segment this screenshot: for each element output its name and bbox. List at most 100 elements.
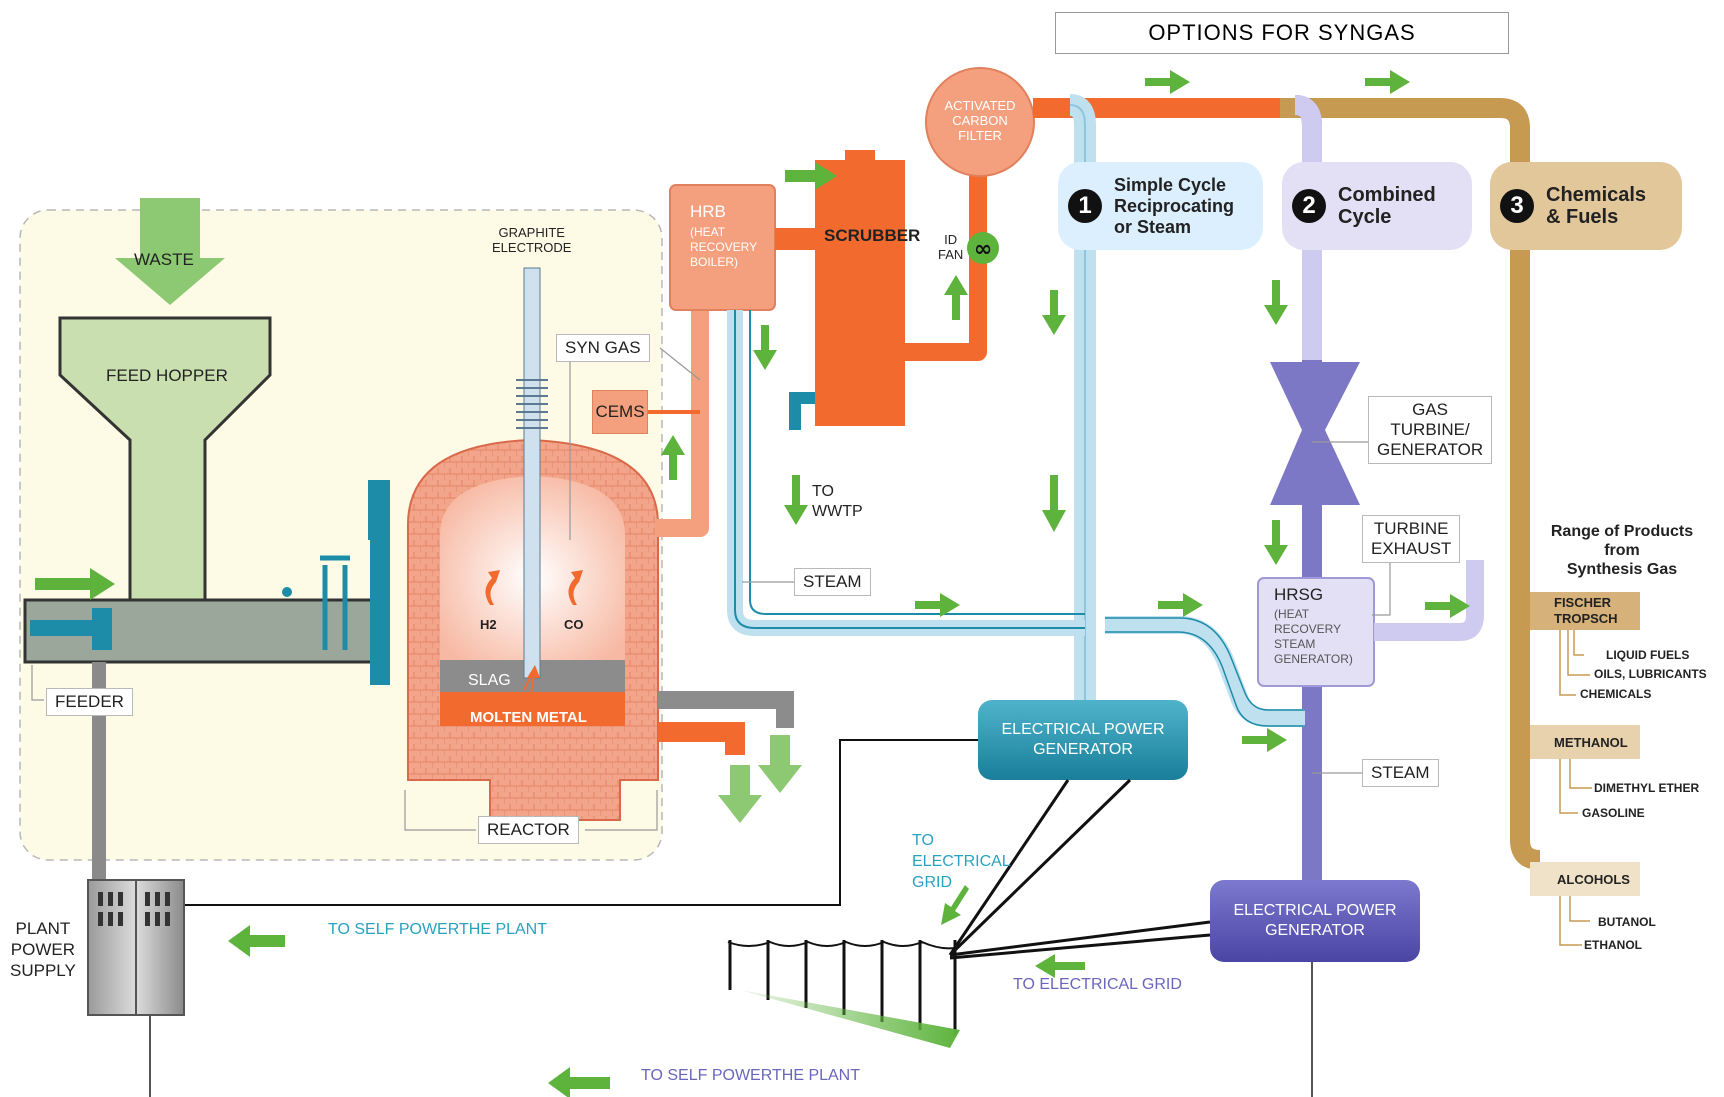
products-heading-line-3: Synthesis Gas bbox=[1566, 561, 1678, 578]
graphite-electrode-label: GRAPHITE ELECTRODE bbox=[492, 225, 571, 255]
product-group-alcohols: ALCOHOLS bbox=[1557, 872, 1630, 887]
product-group-methanol: METHANOL bbox=[1554, 735, 1628, 750]
generator-1-line-2: GENERATOR bbox=[1033, 741, 1133, 758]
generator-1 bbox=[978, 700, 1188, 780]
syngas-header-gold bbox=[1280, 98, 1541, 870]
activated-carbon-filter-label: ACTIVATED CARBON FILTER bbox=[930, 98, 1030, 143]
hrsg-sub-line-4: GENERATOR) bbox=[1274, 652, 1353, 666]
id-fan-line-1: ID bbox=[944, 232, 958, 247]
option-2-text: Combined Cycle bbox=[1338, 184, 1436, 228]
graphite-electrode-line-2: ELECTRODE bbox=[492, 240, 572, 255]
slag-label: SLAG bbox=[468, 672, 511, 689]
option-1-line-3: or Steam bbox=[1114, 216, 1192, 237]
turbine-exhaust-line-1: TURBINE bbox=[1373, 519, 1449, 538]
graphite-electrode bbox=[523, 267, 541, 679]
option-1-line-2: Reciprocating bbox=[1114, 195, 1235, 216]
gas-turbine-line-3: GENERATOR bbox=[1377, 440, 1484, 459]
product-gasoline: GASOLINE bbox=[1582, 806, 1645, 820]
products-heading-line-2: from bbox=[1604, 542, 1640, 559]
product-chemicals: CHEMICALS bbox=[1580, 687, 1652, 701]
hrsg-sub-line-1: (HEAT bbox=[1274, 607, 1310, 621]
svg-text:∞: ∞ bbox=[974, 237, 992, 262]
option-2-combined-cycle: 2 Combined Cycle bbox=[1282, 162, 1472, 250]
waste-arrow bbox=[115, 198, 225, 305]
product-dimethyl-ether: DIMETHYL ETHER bbox=[1594, 781, 1700, 795]
option-2-number: 2 bbox=[1292, 189, 1326, 223]
ft-line-1: FISCHER bbox=[1554, 595, 1612, 610]
gas-turbine-line-2: TURBINE/ bbox=[1390, 420, 1470, 439]
pps-line-1: PLANT bbox=[15, 919, 71, 938]
syn-gas-label: SYN GAS bbox=[556, 334, 650, 362]
generator-2-label: ELECTRICAL POWER GENERATOR bbox=[1210, 880, 1420, 962]
product-group-fischer-tropsch: FISCHER TROPSCH bbox=[1554, 595, 1618, 627]
plant-power-supply-label: PLANT POWER SUPPLY bbox=[10, 918, 76, 981]
turbine-exhaust-label: TURBINE EXHAUST bbox=[1362, 515, 1461, 563]
graphite-electrode-line-1: GRAPHITE bbox=[498, 225, 565, 240]
self-power-label-1: TO SELF POWERTHE PLANT bbox=[328, 921, 548, 938]
product-butanol: BUTANOL bbox=[1598, 915, 1656, 929]
diagram-title: OPTIONS FOR SYNGAS bbox=[1055, 12, 1509, 54]
hrb-label: HRB bbox=[690, 202, 726, 221]
acf-line-3: FILTER bbox=[958, 128, 1002, 143]
to-wwtp-label: TO WWTP bbox=[812, 482, 863, 522]
option-1-simple-cycle: 1 Simple Cycle Reciprocating or Steam bbox=[1058, 162, 1263, 250]
hrsg-sublabel: (HEAT RECOVERY STEAM GENERATOR) bbox=[1274, 607, 1353, 667]
product-tree bbox=[1530, 592, 1640, 946]
feeder-label: FEEDER bbox=[46, 688, 133, 716]
hrsg-label: HRSG bbox=[1274, 585, 1324, 604]
product-oils-lubricants: OILS, LUBRICANTS bbox=[1594, 667, 1707, 681]
option-2-line-2: Cycle bbox=[1338, 206, 1392, 228]
grid-1-line-2: ELECTRICAL bbox=[912, 853, 1011, 870]
hrb-sub-line-1: (HEAT bbox=[690, 225, 726, 239]
generator-1-line-1: ELECTRICAL POWER bbox=[1001, 721, 1165, 738]
to-wwtp-line-2: WWTP bbox=[812, 503, 863, 520]
cems-box: CEMS bbox=[592, 390, 648, 434]
hrb-sub-line-2: RECOVERY bbox=[690, 240, 758, 254]
hrsg-sub-line-3: STEAM bbox=[1274, 637, 1316, 651]
product-liquid-fuels: LIQUID FUELS bbox=[1606, 648, 1690, 662]
gas-turbine bbox=[1270, 362, 1360, 505]
generator-2-line-1: ELECTRICAL POWER bbox=[1233, 902, 1397, 919]
generator-2-line-2: GENERATOR bbox=[1265, 922, 1365, 939]
transmission-line-towers bbox=[727, 940, 957, 1035]
option-1-text: Simple Cycle Reciprocating or Steam bbox=[1114, 175, 1234, 238]
reactor-label: REACTOR bbox=[478, 816, 579, 844]
grid-1-line-3: GRID bbox=[912, 874, 952, 891]
products-heading-line-1: Range of Products bbox=[1550, 523, 1694, 540]
h2-label: H2 bbox=[480, 617, 497, 632]
waste-label: WASTE bbox=[134, 250, 194, 269]
flow-arrows bbox=[35, 70, 1470, 1097]
hrsg-sub-line-2: RECOVERY bbox=[1274, 622, 1342, 636]
molten-metal-label: MOLTEN METAL bbox=[470, 709, 587, 726]
pps-line-3: SUPPLY bbox=[10, 961, 76, 980]
pps-line-2: POWER bbox=[10, 940, 76, 959]
id-fan-icon bbox=[967, 232, 999, 264]
product-ethanol: ETHANOL bbox=[1584, 938, 1642, 952]
to-wwtp-line-1: TO bbox=[812, 483, 834, 500]
generator-1-label: ELECTRICAL POWER GENERATOR bbox=[978, 700, 1188, 780]
to-electrical-grid-label-2: TO ELECTRICAL GRID bbox=[1013, 976, 1182, 993]
generator-2 bbox=[1210, 880, 1420, 962]
ft-line-2: TROPSCH bbox=[1554, 611, 1618, 626]
co-label: CO bbox=[564, 617, 584, 632]
id-fan-label: ID FAN bbox=[938, 232, 963, 262]
id-fan-line-2: FAN bbox=[938, 247, 964, 262]
steam-label-1: STEAM bbox=[794, 568, 871, 596]
acf-line-1: ACTIVATED bbox=[944, 98, 1016, 113]
hrb-sub-line-3: BOILER) bbox=[690, 255, 739, 269]
scrubber-label: SCRUBBER bbox=[824, 226, 921, 245]
to-electrical-grid-label-1: TO ELECTRICAL GRID bbox=[912, 830, 1011, 893]
grid-1-line-1: TO bbox=[912, 832, 934, 849]
feed-hopper-label: FEED HOPPER bbox=[106, 366, 228, 385]
option-3-line-1: Chemicals bbox=[1546, 184, 1647, 206]
option-3-line-2: & Fuels bbox=[1546, 206, 1619, 228]
gas-turbine-label: GAS TURBINE/ GENERATOR bbox=[1368, 396, 1493, 464]
hrb-sublabel: (HEAT RECOVERY BOILER) bbox=[690, 225, 757, 270]
option-1-number: 1 bbox=[1068, 189, 1102, 223]
activated-carbon-filter bbox=[925, 67, 1035, 177]
gas-turbine-line-1: GAS bbox=[1412, 400, 1448, 419]
acf-line-2: CARBON bbox=[952, 113, 1008, 128]
self-power-label-2: TO SELF POWERTHE PLANT bbox=[641, 1067, 861, 1084]
